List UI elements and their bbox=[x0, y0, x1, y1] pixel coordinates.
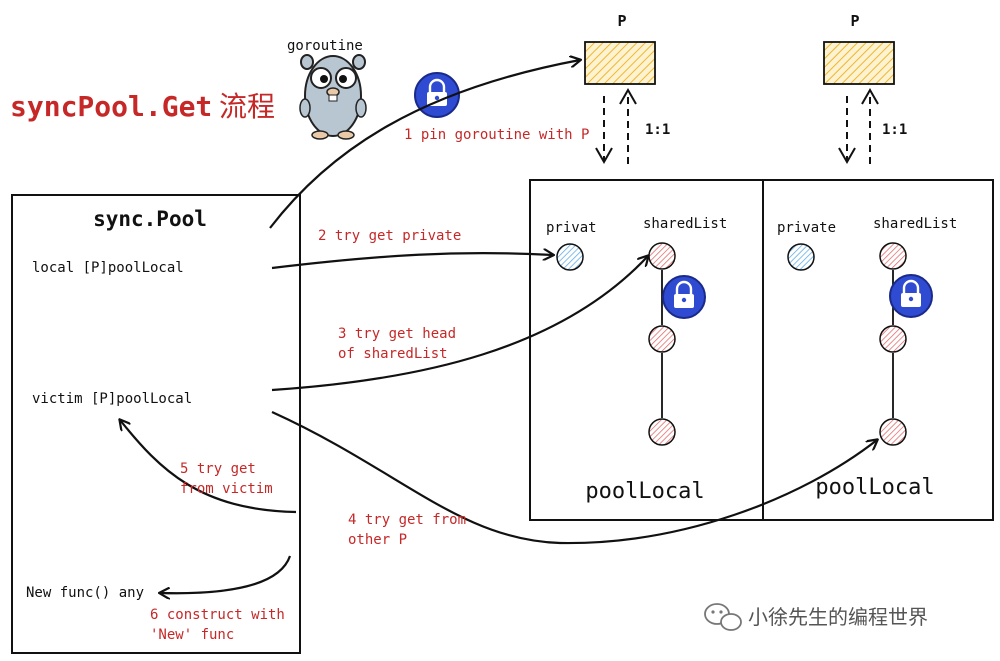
step-6-label: 'New' func bbox=[150, 627, 234, 643]
pool-local-2: private sharedList poolLocal bbox=[762, 179, 994, 521]
shared-node bbox=[879, 242, 907, 270]
field-victim: victim [P]poolLocal bbox=[32, 391, 192, 407]
gopher-icon bbox=[299, 54, 367, 140]
lock-icon bbox=[662, 275, 706, 319]
arrow-pin bbox=[269, 60, 580, 229]
step-labels: 1 pin goroutine with P 2 try get private 3… bbox=[150, 127, 589, 643]
lock-icon bbox=[889, 274, 933, 318]
step-2-label: 2 try get private bbox=[318, 228, 461, 244]
shared-node bbox=[648, 325, 676, 353]
processor-ratio: 1:1 bbox=[882, 122, 907, 138]
wechat-icon bbox=[704, 603, 742, 631]
private-label: private bbox=[777, 220, 836, 236]
shared-node bbox=[648, 418, 676, 446]
arrow-shared-head bbox=[271, 256, 648, 392]
shared-node bbox=[879, 325, 907, 353]
field-new: New func() any bbox=[26, 585, 144, 601]
shared-list-label: sharedList bbox=[873, 216, 957, 232]
sync-pool-title: sync.Pool bbox=[93, 207, 207, 231]
processor-label: P bbox=[850, 12, 859, 30]
arrow-private bbox=[271, 253, 553, 270]
watermark: 小徐先生的编程世界 bbox=[748, 605, 928, 629]
field-local: local [P]poolLocal bbox=[32, 260, 184, 276]
sync-pool-box bbox=[11, 194, 301, 654]
step-3-label: 3 try get head bbox=[338, 326, 456, 342]
step-3-label: of sharedList bbox=[338, 346, 448, 362]
processor-p-1: P 1:1 bbox=[584, 12, 670, 165]
private-label: privat bbox=[546, 220, 597, 236]
step-5-label: from victim bbox=[180, 481, 273, 497]
step-5-label: 5 try get bbox=[180, 461, 256, 477]
diagram-title: syncPool.Get bbox=[10, 90, 212, 123]
shared-node bbox=[879, 418, 907, 446]
processor-p-2: P 1:1 bbox=[823, 12, 907, 165]
shared-list-label: sharedList bbox=[643, 216, 727, 232]
arrow-victim bbox=[120, 420, 297, 514]
pool-local-1: privat sharedList poolLocal bbox=[529, 179, 764, 521]
arrow-other-p bbox=[271, 410, 877, 545]
step-4-label: 4 try get from bbox=[348, 512, 466, 528]
shared-node bbox=[648, 242, 676, 270]
pool-local-name: poolLocal bbox=[585, 479, 704, 504]
private-node bbox=[556, 243, 584, 271]
pool-local-name: poolLocal bbox=[815, 475, 934, 500]
processor-ratio: 1:1 bbox=[645, 122, 670, 138]
step-1-label: 1 pin goroutine with P bbox=[404, 127, 589, 143]
diagram-title-suffix: 流程 bbox=[219, 90, 275, 123]
private-node bbox=[787, 243, 815, 271]
step-6-label: 6 construct with bbox=[150, 607, 285, 623]
goroutine-label: goroutine bbox=[287, 38, 363, 54]
step-4-label: other P bbox=[348, 532, 407, 548]
processor-label: P bbox=[617, 12, 626, 30]
arrow-new bbox=[160, 555, 292, 593]
